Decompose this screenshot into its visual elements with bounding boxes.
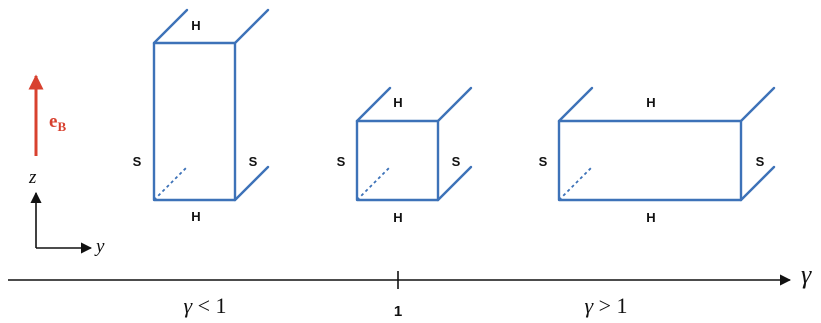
box-bottom-label: H [191, 209, 200, 224]
box-top-label: H [393, 95, 402, 110]
box-hidden-edge [153, 166, 188, 201]
regime-operator: > [599, 293, 611, 318]
box-right-label: S [249, 154, 258, 169]
box-right-label: S [756, 154, 765, 169]
box-top-label: H [191, 18, 200, 33]
box-front-face [152, 41, 237, 202]
box-depth-edge [739, 86, 776, 123]
box-depth-edge [152, 8, 189, 45]
box-gamma-greater-than-one: H H S S [539, 86, 776, 225]
box-depth-edge [233, 165, 270, 202]
z-axis-label: z [28, 167, 37, 188]
box-gamma-less-than-one: H H S S [133, 8, 270, 224]
box-depth-edge [739, 165, 776, 202]
box-hidden-edge [356, 166, 391, 201]
box-left-label: S [539, 154, 548, 169]
regime-symbol: γ [584, 293, 594, 318]
box-gamma-equal-one: H H S S [337, 86, 473, 225]
field-label-subscript: B [57, 119, 66, 134]
box-left-label: S [337, 154, 346, 169]
regime-operator: < [198, 293, 210, 318]
regime-label-gamma-greater-than-one: γ > 1 [584, 293, 627, 318]
coordinate-frame: z y [28, 167, 105, 257]
box-left-label: S [133, 154, 142, 169]
gamma-axis-label: γ [801, 260, 812, 289]
regime-value: 1 [216, 293, 227, 318]
box-front-face [557, 119, 743, 202]
regime-symbol: γ [183, 293, 193, 318]
box-depth-edge [557, 86, 594, 123]
box-top-label: H [646, 95, 655, 110]
box-depth-edge [436, 165, 473, 202]
regime-label-gamma-less-than-one: γ < 1 [183, 293, 226, 318]
box-depth-edge [355, 86, 392, 123]
field-direction: eB [28, 74, 66, 156]
gamma-tick-label: 1 [394, 303, 402, 320]
box-bottom-label: H [646, 210, 655, 225]
field-label: eB [49, 111, 66, 134]
box-depth-edge [233, 8, 270, 45]
box-front-face [355, 119, 440, 202]
y-axis-label: y [94, 236, 105, 257]
regime-value: 1 [617, 293, 628, 318]
gamma-axis: γ 1 γ < 1 γ > 1 [8, 260, 812, 320]
box-hidden-edge [558, 166, 593, 201]
field-label-main: e [49, 111, 57, 132]
box-depth-edge [436, 86, 473, 123]
box-right-label: S [452, 154, 461, 169]
box-bottom-label: H [393, 210, 402, 225]
